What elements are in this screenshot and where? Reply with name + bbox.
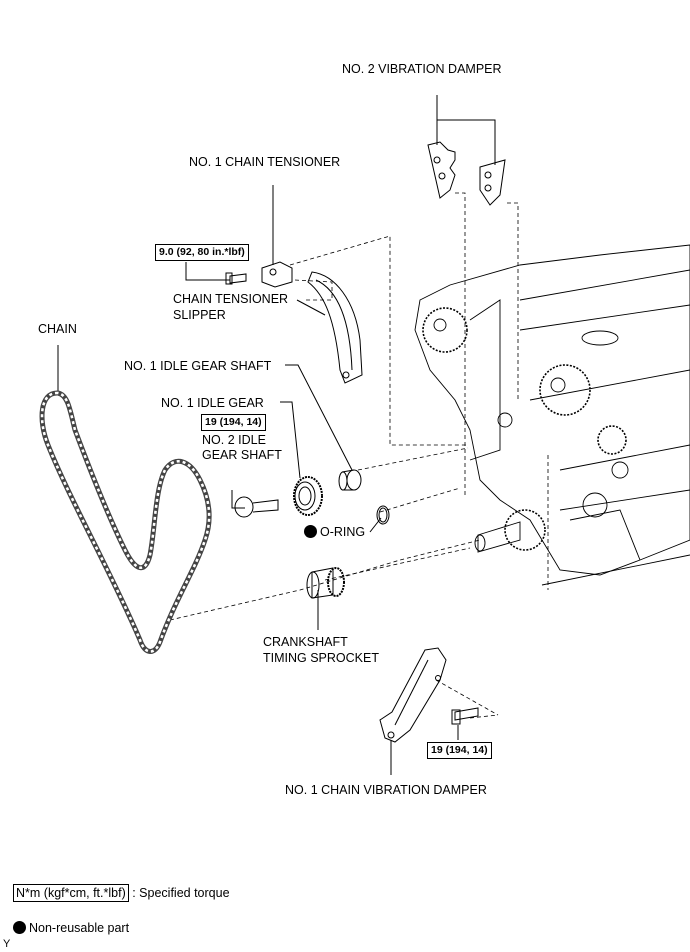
non-reusable-dot-icon (13, 921, 26, 934)
torque-idle-gear-shaft: 19 (194, 14) (201, 414, 266, 431)
label-crankshaft-sprocket-l2: TIMING SPROCKET (263, 651, 379, 665)
torque-vibration-damper-bolt: 19 (194, 14) (427, 742, 492, 759)
label-chain-tensioner-slipper-l2: SLIPPER (173, 308, 226, 322)
label-no2-vibration-damper: NO. 2 VIBRATION DAMPER (342, 62, 502, 76)
torque-tensioner-bolt: 9.0 (92, 80 in.*lbf) (155, 244, 249, 261)
no1-chain-vibration-damper-part (379, 647, 479, 743)
corner-mark: Y (3, 938, 11, 950)
label-no1-idle-gear: NO. 1 IDLE GEAR (161, 396, 264, 410)
label-no2-idle-gear-shaft-l1: NO. 2 IDLE (202, 433, 266, 447)
alignment-lines (169, 192, 549, 719)
no1-idle-gear-shaft-part (338, 469, 362, 491)
label-chain: CHAIN (38, 322, 77, 336)
o-ring-text: O-RING (320, 525, 366, 539)
chain-tensioner-part (225, 261, 293, 288)
legend-non-reusable: Non-reusable part (13, 920, 129, 936)
chain-tensioner-slipper-part (307, 271, 363, 384)
label-o-ring: O-RING (304, 524, 365, 540)
o-ring-part (376, 505, 390, 525)
label-crankshaft-sprocket-l1: CRANKSHAFT (263, 635, 348, 649)
no1-idle-gear-part (234, 476, 323, 518)
no2-vibration-damper-part (427, 141, 506, 206)
label-no1-chain-tensioner: NO. 1 CHAIN TENSIONER (189, 155, 341, 169)
legend-non-reusable-text: Non-reusable part (29, 921, 130, 935)
crankshaft-sprocket-part (306, 567, 345, 599)
legend-torque-unit: N*m (kgf*cm, ft.*lbf) (13, 884, 129, 902)
label-no1-chain-vibration-damper: NO. 1 CHAIN VIBRATION DAMPER (285, 783, 487, 797)
label-no1-idle-gear-shaft: NO. 1 IDLE GEAR SHAFT (124, 359, 272, 373)
label-chain-tensioner-slipper-l1: CHAIN TENSIONER (173, 292, 289, 306)
legend-torque: N*m (kgf*cm, ft.*lbf) : Specified torque (13, 884, 230, 902)
label-no2-idle-gear-shaft-l2: GEAR SHAFT (202, 448, 282, 462)
leader-lines (57, 95, 496, 775)
engine-block (414, 244, 690, 586)
timing-chain-part (39, 390, 212, 654)
legend-torque-text: : Specified torque (132, 886, 230, 900)
non-reusable-dot-icon (304, 525, 317, 538)
